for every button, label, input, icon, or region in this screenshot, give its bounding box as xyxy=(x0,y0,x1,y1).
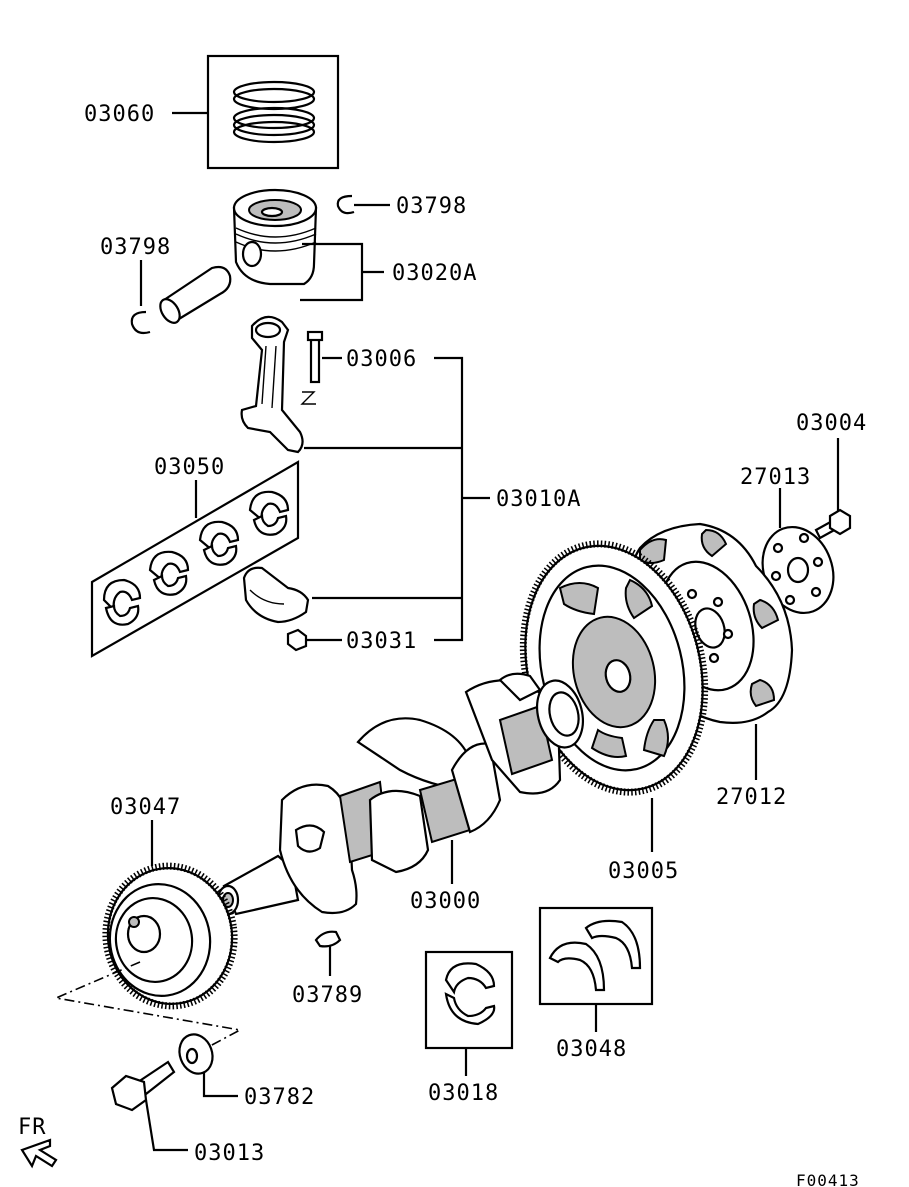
front-arrow-icon xyxy=(20,1138,58,1169)
diagram-code: F00413 xyxy=(796,1171,860,1187)
callout-03060[interactable]: 03060 xyxy=(84,102,155,127)
crank-pulley[interactable] xyxy=(97,858,243,1014)
callout-03010A[interactable]: 03010A xyxy=(496,487,581,512)
rod-bearing-set[interactable] xyxy=(90,460,300,658)
callout-03018[interactable]: 03018 xyxy=(428,1081,499,1106)
connecting-rod[interactable] xyxy=(240,315,304,454)
snap-ring-upper[interactable] xyxy=(336,194,355,215)
callout-03798-lower[interactable]: 03798 xyxy=(100,235,171,260)
callout-03050[interactable]: 03050 xyxy=(154,455,225,480)
thrust-bearing-set[interactable] xyxy=(538,906,654,1006)
callout-03006[interactable]: 03006 xyxy=(346,347,417,372)
callout-03020A[interactable]: 03020A xyxy=(392,261,477,286)
piston[interactable] xyxy=(232,188,318,286)
callout-27013[interactable]: 27013 xyxy=(740,465,811,490)
snap-ring-lower[interactable] xyxy=(130,310,151,335)
front-indicator-label: FR xyxy=(18,1115,47,1140)
callout-03789[interactable]: 03789 xyxy=(292,983,363,1008)
callout-27012[interactable]: 27012 xyxy=(716,785,787,810)
drive-plate-bolt[interactable] xyxy=(814,508,852,540)
bolt-guide-mark xyxy=(300,391,316,405)
callout-03005[interactable]: 03005 xyxy=(608,859,679,884)
leader-line xyxy=(144,1099,188,1152)
callout-03000[interactable]: 03000 xyxy=(410,889,481,914)
callout-03798-upper[interactable]: 03798 xyxy=(396,194,467,219)
piston-ring-set[interactable] xyxy=(206,54,340,170)
callout-03004[interactable]: 03004 xyxy=(796,411,867,436)
rod-bolt[interactable] xyxy=(306,330,324,384)
callout-03031[interactable]: 03031 xyxy=(346,629,417,654)
alignment-line xyxy=(53,961,243,1047)
rod-cap[interactable] xyxy=(242,566,310,624)
callout-03047[interactable]: 03047 xyxy=(110,795,181,820)
leader-line xyxy=(202,1072,238,1098)
callout-03048[interactable]: 03048 xyxy=(556,1037,627,1062)
pulley-bolt[interactable] xyxy=(110,1060,176,1112)
main-bearing-set[interactable] xyxy=(424,950,514,1050)
callout-03782[interactable]: 03782 xyxy=(244,1085,315,1110)
adapter-plate[interactable] xyxy=(751,517,845,623)
woodruff-key[interactable] xyxy=(314,930,342,948)
piston-pin[interactable] xyxy=(156,265,232,326)
crankshaft[interactable] xyxy=(216,672,590,916)
rod-nut[interactable] xyxy=(286,628,308,652)
pulley-washer[interactable] xyxy=(174,1030,218,1079)
callout-03013[interactable]: 03013 xyxy=(194,1141,265,1166)
